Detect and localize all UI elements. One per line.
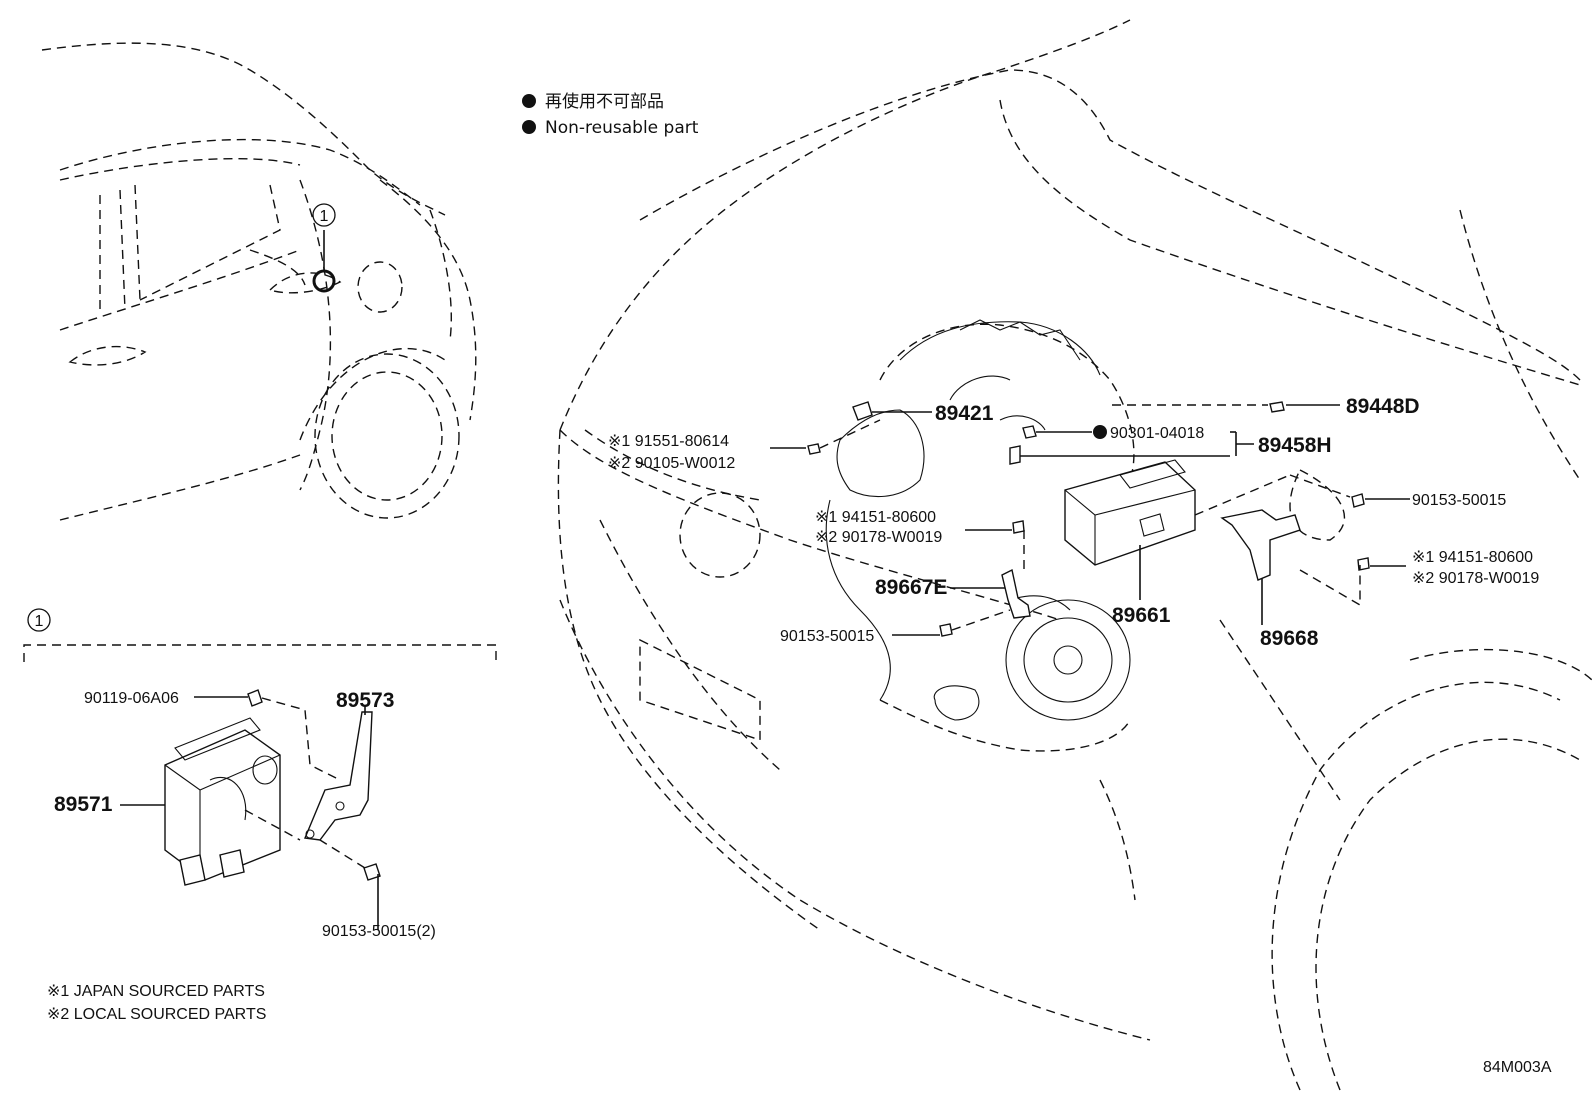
label-90153-50015-2: 90153-50015(2) (322, 923, 436, 940)
engine-transaxle (825, 319, 1135, 752)
label-90301-04018: 90301-04018 (1110, 425, 1204, 442)
detail-1: 1 90119-06A06 89573 89571 90153-50015(2) (23, 608, 497, 940)
label-89667e: 89667E (875, 576, 947, 599)
diagram-code: 84M003A (1483, 1059, 1552, 1076)
label-94151-80600-a: ※1 94151-80600 (815, 509, 936, 526)
label-90119-06a06: 90119-06A06 (84, 690, 179, 707)
label-90105-w0012: ※2 90105-W0012 (608, 455, 735, 472)
callout-number: 1 (320, 208, 329, 225)
legend: 再使用不可部品 Non-reusable part (522, 91, 699, 138)
detail-callout-number: 1 (35, 613, 44, 630)
label-90178-w0019-b: ※2 90178-W0019 (1412, 570, 1539, 587)
part-labels-main: 89421 89448D 89458H 90301-04018 ※1 91551… (608, 395, 1539, 650)
legend-dot-ja (522, 94, 536, 108)
label-89668: 89668 (1260, 627, 1319, 650)
fuel-lid-marker (312, 269, 336, 293)
non-reusable-dot (1093, 425, 1107, 439)
label-89458h: 89458H (1258, 434, 1332, 457)
legend-dot-en (522, 120, 536, 134)
label-89448d: 89448D (1346, 395, 1420, 418)
legend-label-ja: 再使用不可部品 (545, 91, 664, 112)
front-car-illustration (557, 19, 1592, 1091)
note-japan-sourced: ※1 JAPAN SOURCED PARTS (47, 983, 265, 1000)
callout-circle (312, 203, 336, 227)
label-89421: 89421 (935, 402, 994, 425)
footnotes: ※1 JAPAN SOURCED PARTS ※2 LOCAL SOURCED … (47, 983, 266, 1023)
bracket-89668 (1220, 509, 1301, 581)
label-89571: 89571 (54, 793, 113, 816)
note-local-sourced: ※2 LOCAL SOURCED PARTS (47, 1006, 266, 1023)
rear-car-illustration: 1 (41, 42, 477, 521)
bracket-89667e (1001, 568, 1031, 619)
leader-lines (770, 404, 1410, 636)
label-89661: 89661 (1112, 604, 1171, 627)
label-90153-50015-b: 90153-50015 (1412, 492, 1506, 509)
label-90178-w0019-a: ※2 90178-W0019 (815, 529, 942, 546)
legend-label-en: Non-reusable part (545, 118, 699, 138)
label-89573: 89573 (336, 689, 394, 712)
label-91551-80614: ※1 91551-80614 (608, 433, 729, 450)
label-94151-80600-b: ※1 94151-80600 (1412, 549, 1533, 566)
label-90153-50015-a: 90153-50015 (780, 628, 874, 645)
small-fasteners (807, 401, 1370, 637)
ecu-89661 (1064, 459, 1196, 566)
detail-callout-circle (27, 608, 51, 632)
